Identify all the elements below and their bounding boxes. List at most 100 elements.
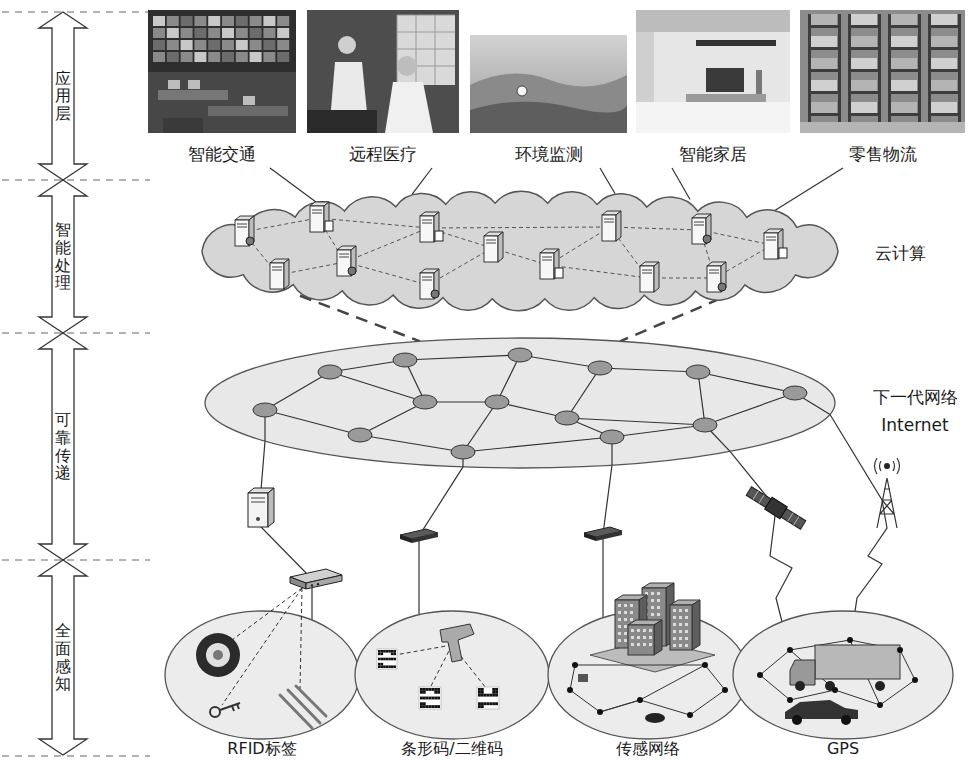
sensor-network [673, 637, 676, 640]
cloud-server [339, 254, 349, 255]
barcode-items [388, 665, 391, 668]
sensor-network [572, 662, 578, 668]
network-graph [318, 365, 342, 379]
connector-line [412, 168, 432, 194]
rfid-items [196, 633, 240, 677]
network-graph [600, 430, 624, 444]
photo-illustration [851, 36, 877, 47]
double-arrow [39, 12, 87, 180]
photo-illustration [888, 47, 920, 50]
photo-illustration [397, 32, 455, 33]
photo-illustration [307, 10, 459, 133]
connector-line [603, 465, 612, 618]
network-graph [463, 402, 497, 452]
photo-illustration [397, 56, 417, 76]
photo-illustration [811, 80, 837, 91]
vehicle-network [912, 677, 918, 683]
satellite-icon [759, 495, 764, 503]
router-icon [400, 535, 412, 543]
photo-illustration [194, 52, 206, 62]
photo-illustration [888, 25, 920, 28]
vehicle-network [757, 637, 918, 725]
barcode-items [420, 702, 423, 705]
node-label: 传感网络 [548, 741, 748, 757]
sensor-network [722, 687, 728, 693]
sensor-network [685, 644, 688, 647]
node-label: 环境监测 [470, 144, 627, 164]
photo-illustration [931, 58, 957, 69]
network-graph [567, 418, 705, 425]
sensor-network [624, 639, 627, 642]
cloud-server [420, 216, 434, 242]
photo-illustration [222, 40, 234, 50]
barcode-items [378, 658, 381, 661]
barcode-items [393, 665, 396, 668]
barcode-items [423, 705, 426, 708]
vehicle-network [760, 675, 790, 700]
sensor-network [651, 606, 654, 609]
barcode-items [437, 697, 440, 700]
photo-illustration [636, 10, 790, 133]
application-photo: 远程医疗 [307, 10, 459, 168]
server-icon [256, 517, 260, 521]
photo-illustration [277, 52, 289, 62]
photo-illustration [851, 102, 877, 113]
photo-illustration [800, 10, 965, 133]
photo-illustration [208, 16, 220, 26]
sensor-network [624, 618, 627, 621]
photo-illustration [756, 70, 762, 94]
barcode-items [434, 705, 437, 708]
cloud-server [616, 211, 621, 241]
photo-illustration [931, 14, 957, 25]
network-graph [360, 402, 425, 435]
barcode-items [434, 688, 437, 691]
network-graph [348, 428, 372, 442]
cloud-server [610, 227, 700, 230]
sensor-network [651, 592, 654, 595]
barcode-items [426, 697, 429, 700]
sensor-network [679, 623, 682, 626]
cloud-server [272, 267, 282, 268]
sensor-network [673, 609, 676, 612]
cloud-computing: 云计算 [185, 186, 930, 316]
barcode-items [484, 694, 487, 697]
photo-illustration [385, 82, 433, 133]
cloud-server [486, 240, 496, 241]
network-graph [463, 437, 612, 452]
cloud-server [348, 267, 356, 275]
vehicle-network [841, 715, 851, 725]
barcode-items [481, 694, 484, 697]
sensor-network [567, 687, 573, 693]
sensor-network [657, 599, 660, 602]
barcode-items [484, 702, 487, 705]
network-graph [451, 445, 475, 459]
photo-illustration [636, 102, 790, 133]
barcode-items [429, 688, 432, 691]
sensor-network [597, 709, 603, 715]
photo-illustration [636, 10, 790, 32]
photo-illustration [848, 113, 880, 116]
photo-illustration [338, 36, 356, 54]
sensor-network [630, 611, 633, 614]
node-label: 智能交通 [148, 144, 296, 164]
photo-illustration [851, 58, 877, 69]
cloud-server [422, 220, 432, 221]
photo-illustration [208, 40, 220, 50]
sensor-network [570, 690, 600, 712]
node-label: RFID标签 [165, 741, 359, 757]
network-graph [485, 395, 509, 409]
photo-illustration [928, 91, 960, 94]
cloud-server [422, 223, 432, 224]
cloud-server [709, 273, 719, 274]
photo-illustration [891, 80, 917, 91]
node-label: 下一代网络 Internet [860, 383, 970, 439]
photo-illustration [194, 40, 206, 50]
barcode-items [378, 663, 381, 666]
barcode-items [393, 653, 396, 656]
network-graph [360, 435, 463, 452]
network-graph [405, 355, 520, 360]
vehicle-network [875, 681, 885, 691]
photo-illustration [808, 113, 840, 116]
sensing-outline [165, 611, 359, 739]
photo-illustration [928, 47, 960, 50]
